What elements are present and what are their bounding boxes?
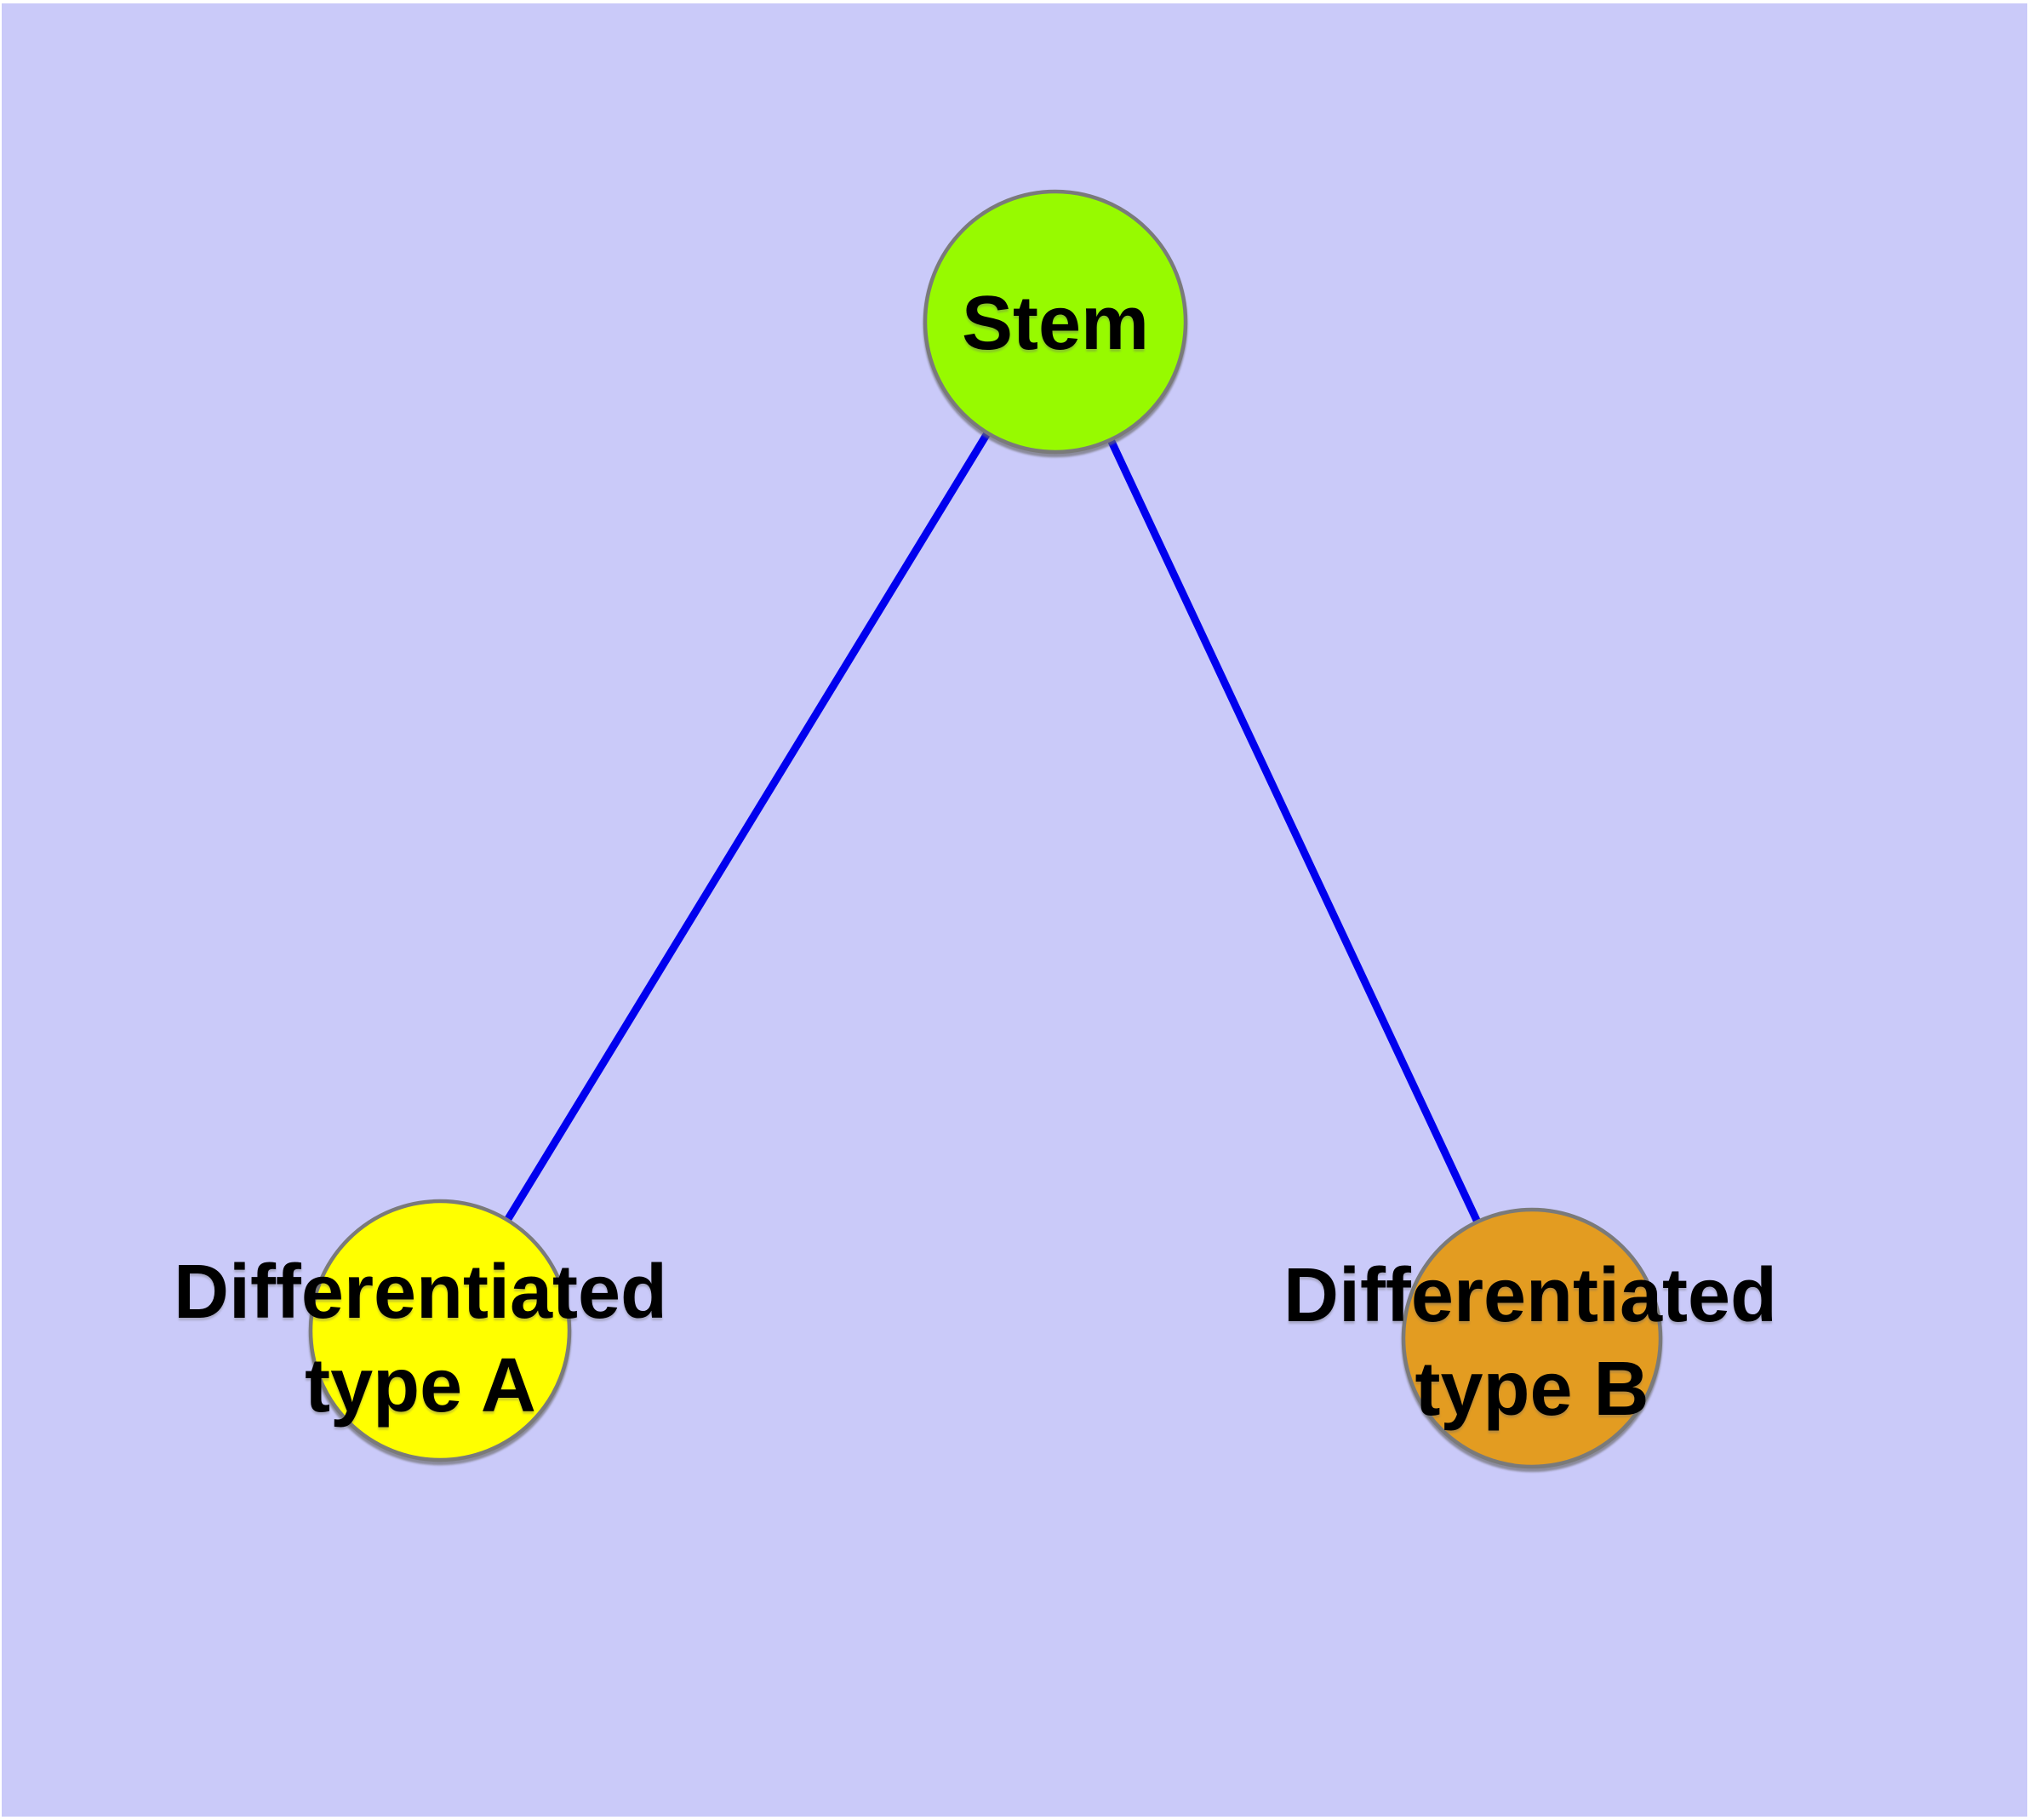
node-type-b-circle xyxy=(1401,1207,1663,1469)
node-type-a-circle xyxy=(308,1199,572,1462)
node-stem-circle xyxy=(923,189,1188,455)
edge-stem-to-type-b xyxy=(1051,320,1536,1340)
node-type-a-label-line2: type A xyxy=(305,1343,536,1428)
node-type-b-label-line1: Differentiated xyxy=(1283,1253,1777,1338)
node-differentiated-type-b: Differentiated type B xyxy=(1283,1207,1777,1469)
node-differentiated-type-a: Differentiated type A xyxy=(174,1199,667,1462)
node-type-a-label-line1: Differentiated xyxy=(174,1250,667,1335)
node-stem-label: Stem xyxy=(962,281,1149,366)
node-stem: Stem xyxy=(923,189,1188,455)
node-type-b-label-line2: type B xyxy=(1415,1347,1649,1432)
edge-stem-to-type-a xyxy=(437,319,1059,1333)
